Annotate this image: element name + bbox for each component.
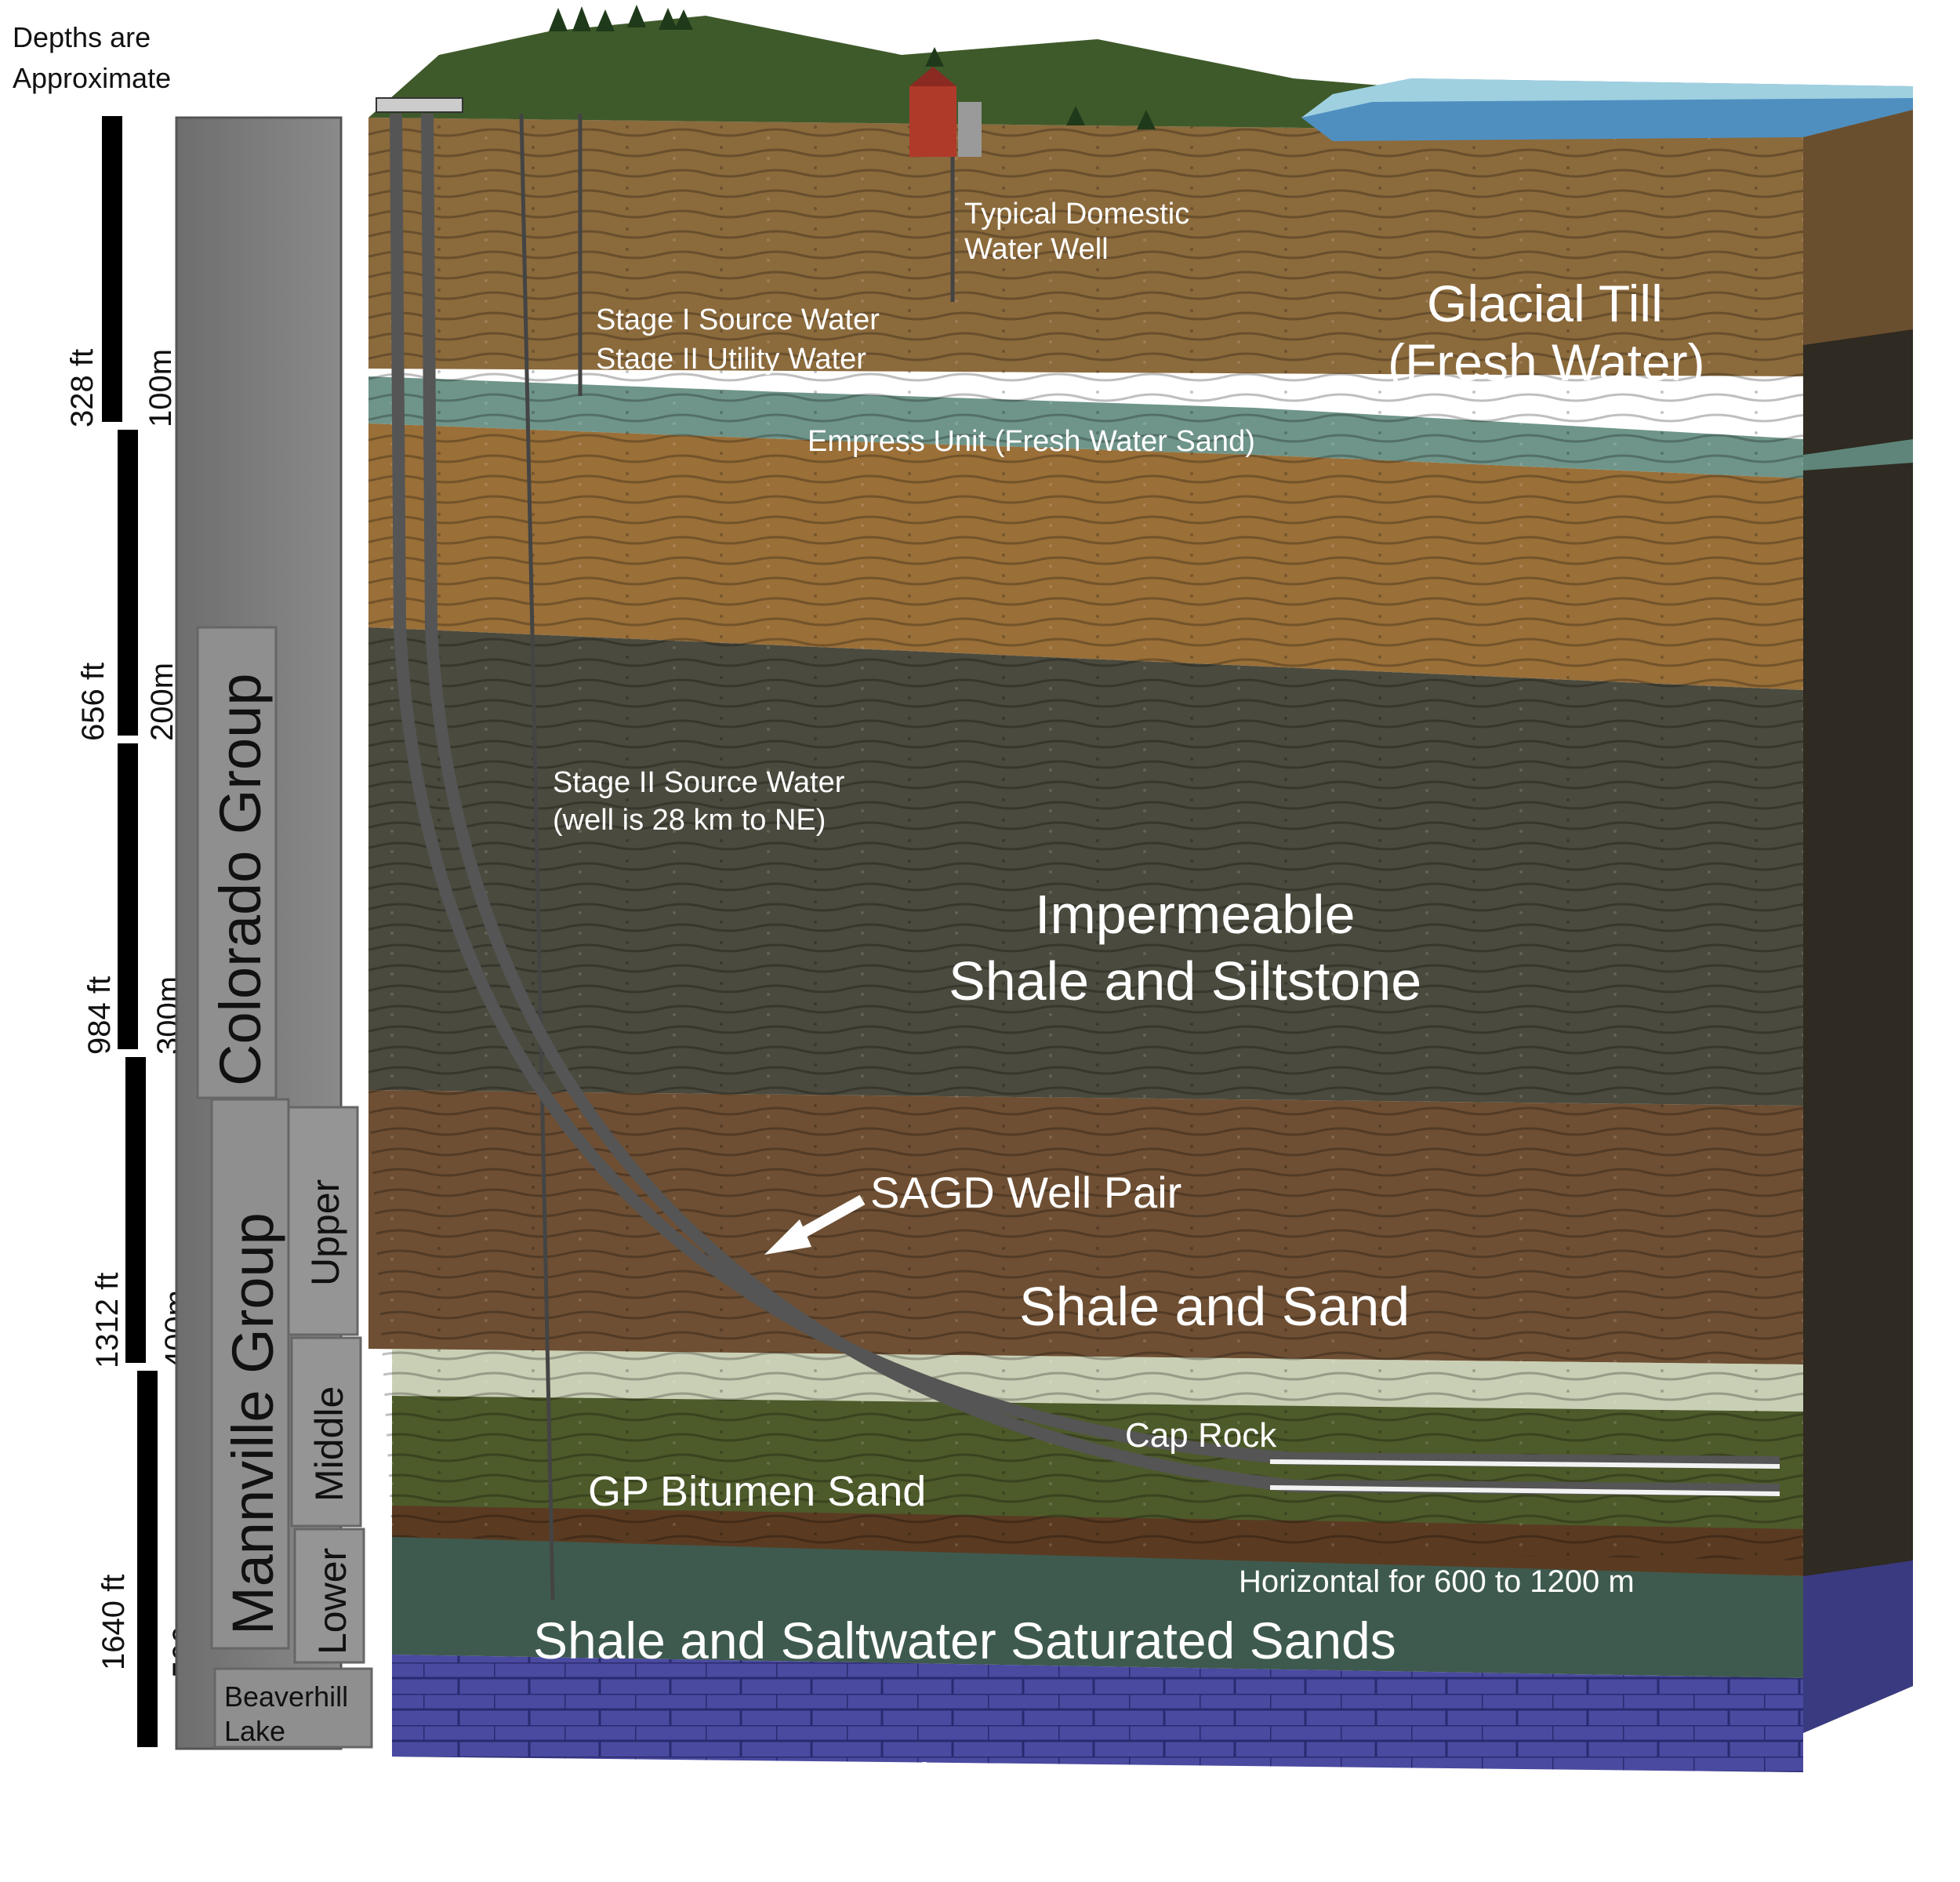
beaverhill-label-2: Lake: [224, 1715, 285, 1747]
depth-ft-1312: 1312 ft: [90, 1273, 125, 1368]
depth-ft-656: 656 ft: [76, 663, 111, 741]
domestic-well-label-1: Typical Domestic: [964, 198, 1189, 231]
well-pad-icon: [376, 97, 463, 113]
saltwater-label: Shale and Saltwater Saturated Sands: [533, 1611, 1396, 1669]
ground-surface: [368, 5, 1913, 157]
sagd-arrow-icon: [764, 1194, 866, 1255]
mannville-group-box: [210, 1098, 290, 1650]
sagd-well-lower: [421, 113, 1780, 1496]
depth-bar-3: [118, 743, 138, 1049]
wells: [390, 113, 1780, 1600]
depth-scale: Depths are Approximate 328 ft 656 ft 984…: [13, 21, 201, 1747]
cap-rock-label: Cap Rock: [1125, 1416, 1277, 1455]
sagd-well-upper: [390, 113, 1780, 1469]
middle-box: [290, 1336, 362, 1528]
sagd-label: SAGD Well Pair: [870, 1168, 1181, 1217]
glacial-till-label-2: (Fresh Water): [1388, 333, 1705, 391]
stage2-label-2: (well is 28 km to NE): [553, 804, 826, 837]
layers: [368, 118, 1803, 1772]
empress-label: Empress Unit (Fresh Water Sand): [808, 425, 1255, 458]
glacial-till-label-1: Glacial Till: [1427, 274, 1663, 332]
stratigraphic-column: Colorado Group Mannville Group Upper Mid…: [175, 116, 373, 1750]
mannville-group-label: Mannville Group: [220, 1212, 285, 1635]
labels: Typical Domestic Water Well Stage I Sour…: [533, 198, 1705, 1811]
block-side-face: [1803, 110, 1913, 1733]
grain-elevator-icon: [909, 86, 956, 157]
stage1-label-2: Stage II Utility Water: [596, 343, 866, 376]
stage2-label-1: Stage II Source Water: [553, 766, 845, 799]
shale-sand-label: Shale and Sand: [1019, 1276, 1410, 1337]
middle-label: Middle: [307, 1386, 351, 1502]
lower-label: Lower: [310, 1548, 354, 1655]
shale-siltstone-label-2: Shale and Siltstone: [949, 950, 1421, 1012]
upper-box: [287, 1106, 359, 1336]
depth-bar-1: [102, 116, 122, 422]
depth-bar-4: [125, 1057, 146, 1363]
depth-ft-328: 328 ft: [65, 349, 100, 427]
depth-note: Depths are: [13, 21, 151, 53]
colorado-group-box: [196, 626, 278, 1099]
depth-m-200: 200m: [145, 663, 180, 741]
layer-saltwater: [392, 1537, 1803, 1678]
limestone-label: Limestone: [890, 1753, 1129, 1811]
depth-bar-2: [118, 430, 138, 736]
trees-icon: [549, 5, 1156, 129]
depth-m-100: 100m: [143, 349, 178, 427]
depth-note-line2: Approximate: [13, 62, 171, 94]
stage2-well: [519, 113, 555, 1600]
stage1-label-1: Stage I Source Water: [596, 303, 880, 336]
shale-siltstone-label-1: Impermeable: [1035, 884, 1356, 945]
upper-label: Upper: [303, 1179, 347, 1286]
bitumen-label: GP Bitumen Sand: [588, 1468, 926, 1515]
lower-box: [293, 1528, 365, 1664]
depth-ft-984: 984 ft: [82, 976, 117, 1055]
domestic-well-label-2: Water Well: [964, 233, 1109, 266]
depth-ft-1640: 1640 ft: [96, 1575, 131, 1670]
depth-bar-5: [137, 1371, 158, 1747]
colorado-group-label: Colorado Group: [208, 673, 273, 1086]
beaverhill-box: [213, 1667, 373, 1749]
horizontal-label: Horizontal for 600 to 1200 m: [1239, 1564, 1635, 1599]
beaverhill-label-1: Beaverhill: [224, 1680, 348, 1713]
